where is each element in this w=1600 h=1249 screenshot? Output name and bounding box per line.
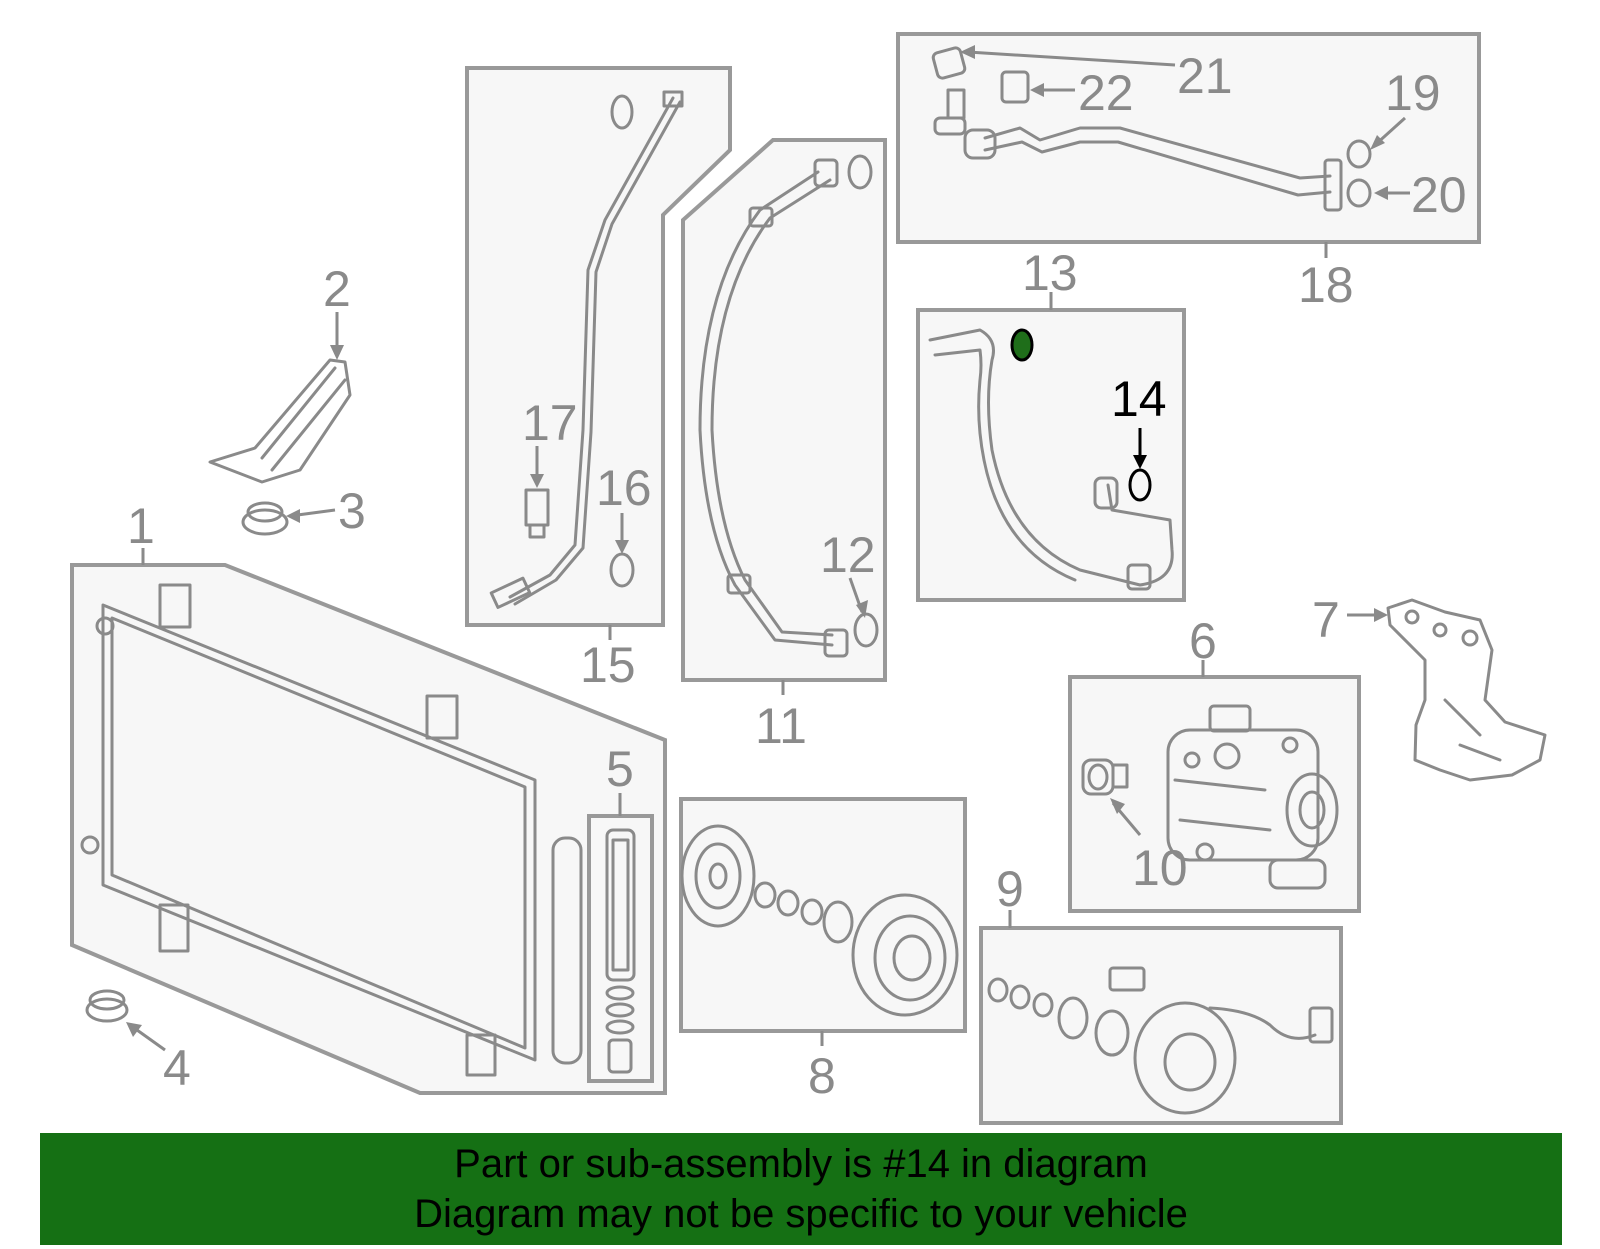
pipe-18-group[interactable]: 18 19 20 21 22	[896, 32, 1481, 313]
callout-6: 6	[1189, 613, 1217, 669]
cushion-4-group[interactable]: 4	[85, 989, 191, 1096]
callout-leader-21	[967, 50, 1176, 67]
hose-13-drawing	[928, 328, 1174, 591]
cushion-3-group[interactable]: 3	[241, 483, 366, 539]
hose-11-group[interactable]: 11 12	[681, 138, 887, 754]
callout-8: 8	[808, 1048, 836, 1104]
clutch-9-group[interactable]: 9	[979, 861, 1343, 1125]
compressor-bracket-drawing	[1386, 598, 1547, 782]
pipe-15-panel	[465, 66, 732, 627]
part-14-highlight[interactable]: 14	[1111, 371, 1167, 502]
compressor-group[interactable]: 6 10	[1068, 613, 1361, 913]
callout-16: 16	[596, 460, 652, 516]
condenser-drawing	[80, 583, 583, 1077]
callout-5: 5	[606, 741, 634, 797]
callout-9: 9	[996, 861, 1024, 917]
pipe-15-group[interactable]: 15 17 16	[465, 66, 732, 693]
compressor-panel	[1068, 675, 1361, 913]
clutch-9-drawing	[987, 966, 1334, 1115]
hose-13-group[interactable]: 13 14	[916, 245, 1186, 602]
callout-3: 3	[338, 483, 366, 539]
callout-14: 14	[1111, 371, 1167, 427]
callout-22: 22	[1078, 65, 1134, 121]
callout-2: 2	[323, 261, 351, 317]
callout-11: 11	[755, 698, 807, 754]
callout-20: 20	[1411, 167, 1467, 223]
callout-13: 13	[1022, 245, 1078, 301]
pipe-18-drawing	[931, 46, 1372, 212]
callout-7: 7	[1312, 592, 1340, 648]
callout-12: 12	[820, 527, 876, 583]
clutch-9-panel	[979, 926, 1343, 1125]
oring-13-highlight-icon	[1010, 328, 1034, 362]
callout-21: 21	[1177, 48, 1233, 104]
callout-10: 10	[1132, 840, 1188, 896]
oring-14-icon	[1128, 468, 1152, 502]
dryer-drawing	[605, 828, 636, 1074]
compressor-drawing	[1081, 704, 1339, 890]
bracket-group[interactable]: 2	[208, 261, 352, 484]
bracket-drawing	[208, 358, 352, 484]
callout-15: 15	[580, 637, 636, 693]
callout-17: 17	[522, 395, 578, 451]
hose-11-drawing	[698, 154, 879, 658]
clutch-8-group[interactable]: 8	[679, 797, 967, 1104]
condenser-group[interactable]: 1	[70, 498, 667, 1095]
dryer-group[interactable]: 5	[587, 741, 654, 1083]
clutch-8-drawing	[680, 824, 959, 1017]
callout-4: 4	[163, 1040, 191, 1096]
banner-line-2: Diagram may not be specific to your vehi…	[414, 1192, 1188, 1236]
callout-19: 19	[1385, 65, 1441, 121]
callout-18: 18	[1298, 257, 1354, 313]
compressor-bracket-group[interactable]: 7	[1312, 592, 1547, 782]
callout-1: 1	[127, 498, 155, 554]
info-banner: Part or sub-assembly is #14 in diagram D…	[40, 1133, 1562, 1245]
condenser-panel	[70, 563, 667, 1095]
banner-line-1: Part or sub-assembly is #14 in diagram	[454, 1142, 1148, 1186]
pipe-15-drawing	[489, 90, 684, 609]
